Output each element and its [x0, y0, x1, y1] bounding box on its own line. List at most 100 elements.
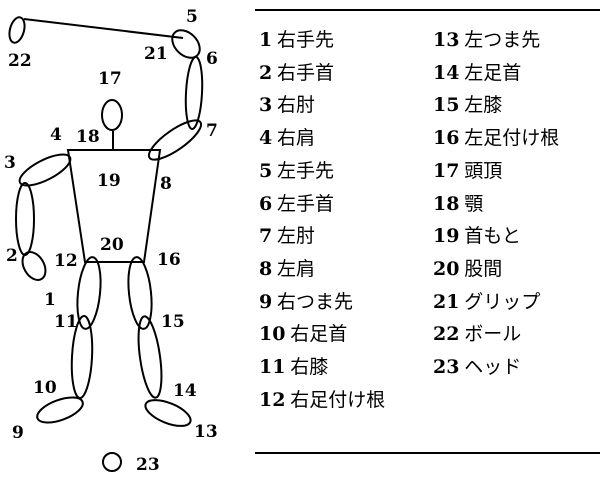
legend-entry-number: 9: [259, 290, 273, 313]
left-forearm: [184, 56, 204, 130]
marker-17: 17: [98, 69, 122, 89]
marker-22: 22: [8, 51, 32, 71]
legend-entry-label: 右足付け根: [290, 388, 386, 411]
legend-entry: 5 左手先: [259, 159, 334, 184]
legend-entry-number: 10: [259, 323, 286, 346]
legend-bottom-rule: [255, 452, 600, 454]
left-thigh: [127, 256, 153, 330]
legend-entry-label: 左足付け根: [464, 127, 560, 150]
legend-entry-number: 3: [259, 94, 273, 117]
legend-entry-label: ヘッド: [464, 356, 522, 378]
legend-entry-label: 右つま先: [276, 290, 353, 313]
marker-5: 5: [186, 7, 198, 27]
marker-13: 13: [194, 422, 218, 442]
legend-entry-label: 左肘: [276, 225, 315, 248]
legend-entry-label: 左足首: [464, 61, 522, 84]
right-upper-arm: [18, 153, 72, 187]
legend-entry-label: 左膝: [464, 94, 503, 117]
legend-entry: 22 ボール: [433, 322, 521, 347]
legend-entry-number: 16: [433, 127, 460, 150]
legend-entry-number: 20: [433, 257, 460, 280]
left-foot: [144, 399, 192, 427]
club-end: [8, 16, 26, 44]
legend-entry: 21 グリップ: [433, 290, 540, 315]
torso: [66, 149, 162, 263]
marker-2: 2: [6, 246, 18, 266]
legend-entry-number: 22: [433, 323, 460, 346]
legend-entry-number: 14: [433, 61, 460, 84]
legend-entry-number: 15: [433, 94, 460, 117]
legend-entry: 23 ヘッド: [433, 355, 521, 380]
marker-4: 4: [50, 125, 62, 145]
right-forearm: [15, 182, 35, 256]
legend-entry-number: 19: [433, 225, 460, 248]
right-thigh: [76, 256, 102, 330]
legend-entry-number: 5: [259, 159, 273, 182]
marker-15: 15: [161, 312, 185, 332]
legend-entry: 16 左足付け根: [433, 126, 559, 151]
legend-top-rule: [255, 9, 600, 11]
marker-16: 16: [157, 250, 181, 270]
legend-entry-label: グリップ: [464, 290, 541, 313]
marker-7: 7: [206, 121, 218, 141]
legend-entry-number: 11: [259, 356, 286, 378]
legend-entry: 15 左膝: [433, 93, 502, 118]
legend-entry-number: 21: [433, 290, 460, 313]
legend-entry-label: 左手首: [276, 192, 334, 215]
legend-entry: 14 左足首: [433, 61, 521, 86]
legend-entry-number: 7: [259, 225, 273, 248]
marker-14: 14: [173, 381, 197, 401]
marker-6: 6: [206, 49, 218, 69]
legend-entry: 12 右足付け根: [259, 388, 385, 413]
legend-entry: 20 股間: [433, 257, 502, 282]
legend-entry: 19 首もと: [433, 224, 521, 249]
legend-entry-number: 23: [433, 356, 460, 378]
legend-entry-label: 股間: [464, 257, 503, 280]
legend-entry: 18 顎: [433, 192, 483, 217]
legend-entry-number: 2: [259, 61, 273, 84]
legend-entry: 11 右膝: [259, 355, 328, 380]
marker-11: 11: [54, 312, 78, 332]
legend-entry-number: 17: [433, 159, 460, 182]
marker-23: 23: [136, 455, 160, 474]
legend-entry: 1 右手先: [259, 28, 334, 53]
marker-9: 9: [12, 423, 24, 443]
legend-entry-label: 右肘: [276, 94, 315, 117]
legend-entry: 2 右手首: [259, 61, 334, 86]
legend-entry: 9 右つま先: [259, 290, 353, 315]
legend-entry-number: 8: [259, 257, 273, 280]
right-foot: [36, 396, 84, 424]
legend-entry-number: 12: [259, 388, 286, 411]
legend-entry: 3 右肘: [259, 93, 315, 118]
legend-entry: 13 左つま先: [433, 28, 540, 53]
right-hand: [21, 251, 47, 281]
legend-entry-label: 右手首: [276, 61, 334, 84]
legend-entry: 10 右足首: [259, 322, 347, 347]
legend-entry: 4 右肩: [259, 126, 315, 151]
marker-20: 20: [100, 235, 124, 255]
stick-figure-svg: 1 2 3 4 5 6 7 8 9 10 11 12 13 14 15 16 1…: [4, 7, 218, 475]
legend-entry-label: 首もと: [464, 225, 521, 248]
legend-entry-number: 13: [433, 29, 460, 51]
stick-figure-diagram: 1 2 3 4 5 6 7 8 9 10 11 12 13 14 15 16 1…: [0, 0, 250, 475]
legend-entry-label: 顎: [464, 192, 484, 215]
club-head: [102, 452, 122, 472]
legend-entry: 8 左肩: [259, 257, 315, 282]
legend-entry-label: 右肩: [276, 127, 315, 150]
legend-entry-label: 左肩: [276, 257, 315, 280]
marker-19: 19: [97, 171, 121, 191]
legend-entry-label: 左つま先: [464, 29, 541, 51]
marker-3: 3: [4, 153, 16, 173]
marker-8: 8: [160, 174, 172, 194]
legend-entry-number: 6: [259, 192, 273, 215]
legend-entry-label: ボール: [464, 323, 522, 346]
left-upper-arm: [147, 119, 203, 161]
legend-entry-label: 左手先: [276, 159, 334, 182]
marker-1: 1: [44, 290, 56, 310]
legend-entry-label: 右手先: [276, 29, 334, 51]
legend-entry: 7 左肘: [259, 224, 315, 249]
marker-10: 10: [33, 378, 57, 398]
legend-entry: 17 頭頂: [433, 159, 502, 184]
legend-entry-label: 頭頂: [464, 159, 503, 182]
